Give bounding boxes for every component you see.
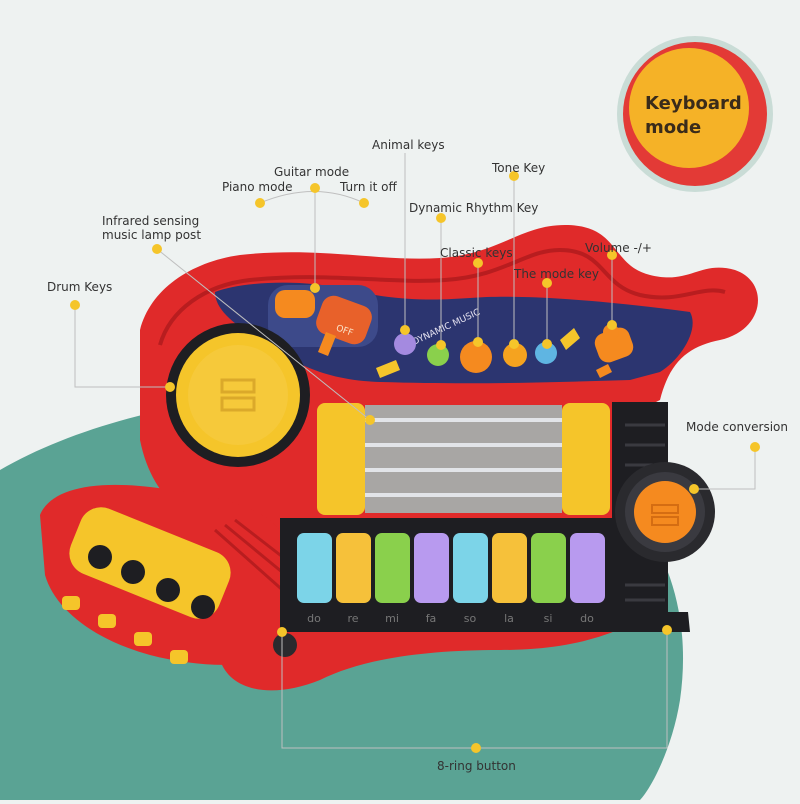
tuning-key-4 bbox=[170, 650, 188, 664]
string-bridge-right bbox=[562, 403, 610, 515]
music-note-icon bbox=[318, 332, 336, 356]
piano-key[interactable] bbox=[492, 533, 527, 603]
piano-key[interactable] bbox=[453, 533, 488, 603]
callout-mode-key: The mode key bbox=[514, 267, 599, 281]
badge-core bbox=[629, 48, 749, 168]
callout-tone-key: Tone Key bbox=[492, 161, 546, 175]
solfege-label: la bbox=[504, 612, 514, 625]
music-note-icon bbox=[560, 328, 580, 350]
solfege-label: mi bbox=[385, 612, 399, 625]
tuning-key-3 bbox=[134, 632, 152, 646]
animal-key-icon[interactable] bbox=[394, 333, 416, 355]
callout-dynamic-rhythm: Dynamic Rhythm Key bbox=[409, 201, 539, 215]
keyboard-mode-badge: Keyboard mode bbox=[617, 36, 773, 192]
badge-line-2: mode bbox=[645, 117, 702, 138]
callout-piano-mode: Piano mode bbox=[222, 180, 293, 194]
bird-icon[interactable] bbox=[460, 341, 492, 373]
bottom-knob[interactable] bbox=[273, 633, 297, 657]
solfege-label: fa bbox=[426, 612, 437, 625]
piano-key[interactable] bbox=[570, 533, 605, 603]
tuning-key-2 bbox=[98, 614, 116, 628]
callout-classic-keys: Classic keys bbox=[440, 246, 513, 260]
music-note-icon bbox=[376, 360, 400, 378]
badge-line-1: Keyboard bbox=[645, 93, 742, 114]
piano-key[interactable] bbox=[531, 533, 566, 603]
solfege-label: re bbox=[347, 612, 358, 625]
guitar-body-shade bbox=[158, 247, 726, 346]
solfege-label: do bbox=[580, 612, 594, 625]
callout-infrared-line1: Infrared sensing bbox=[102, 214, 200, 228]
rhythm-key-icon[interactable] bbox=[427, 344, 449, 366]
callout-drum-keys: Drum Keys bbox=[47, 280, 113, 294]
callout-eight-ring: 8-ring button bbox=[437, 759, 516, 773]
drum-pad-emboss bbox=[220, 378, 256, 412]
callout-infrared-line2: music lamp post bbox=[102, 228, 202, 242]
drum-icon[interactable] bbox=[188, 345, 288, 445]
solfege-label: so bbox=[464, 612, 477, 625]
piano-key[interactable] bbox=[297, 533, 332, 603]
solfege-label: do bbox=[307, 612, 321, 625]
string-bridge-left bbox=[317, 403, 365, 515]
callout-animal-keys: Animal keys bbox=[372, 138, 445, 152]
callout-volume: Volume -/+ bbox=[585, 241, 652, 255]
solfege-label: si bbox=[544, 612, 553, 625]
mode-key-icon[interactable] bbox=[535, 342, 557, 364]
tuning-plate bbox=[69, 507, 231, 619]
piano-key[interactable] bbox=[414, 533, 449, 603]
mode-dial-emboss bbox=[651, 504, 679, 526]
callout-mode-conversion: Mode conversion bbox=[686, 420, 789, 434]
callout-guitar-mode: Guitar mode bbox=[274, 165, 350, 179]
callout-turn-off: Turn it off bbox=[340, 180, 397, 194]
tuning-key-1 bbox=[62, 596, 80, 610]
tone-key-icon[interactable] bbox=[503, 343, 527, 367]
mode-slider[interactable] bbox=[275, 290, 315, 318]
tuning-peg-1[interactable] bbox=[88, 545, 112, 569]
mode-slider-track-off bbox=[316, 295, 372, 345]
callout-dots bbox=[70, 171, 760, 753]
badge-text: Keyboard mode bbox=[645, 92, 755, 140]
piano-key[interactable] bbox=[336, 533, 371, 603]
tuning-peg-4[interactable] bbox=[191, 595, 215, 619]
tuning-peg-2[interactable] bbox=[121, 560, 145, 584]
music-note-icon bbox=[596, 364, 612, 378]
piano-key[interactable] bbox=[375, 533, 410, 603]
tuning-peg-3[interactable] bbox=[156, 578, 180, 602]
callout-leaders bbox=[74, 153, 756, 749]
